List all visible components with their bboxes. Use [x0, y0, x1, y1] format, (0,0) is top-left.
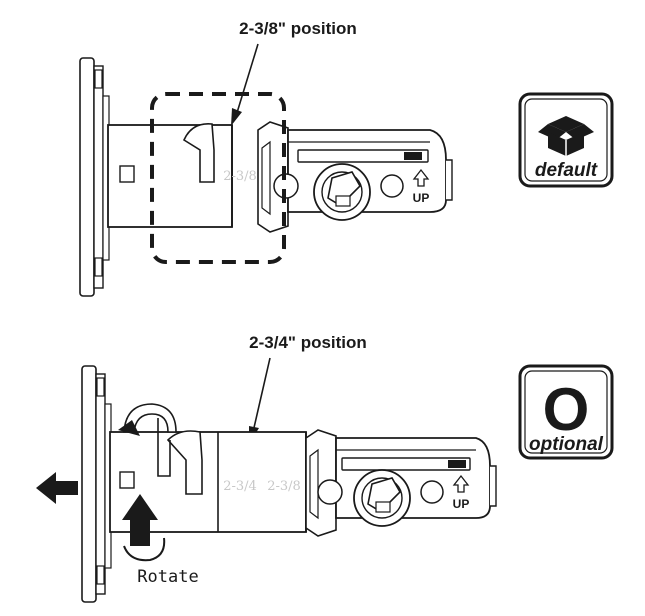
bottom-stamp-238: 2-3/8 [267, 479, 301, 494]
bottom-callout-leader [252, 357, 271, 433]
optional-badge-glyph: O [543, 376, 590, 443]
top-up-label: UP [413, 191, 430, 205]
top-dashed-highlight [150, 92, 286, 264]
top-position-callout: 2-3/8" position [239, 19, 357, 38]
top-callout-leader [235, 43, 259, 117]
top-latch-collar [257, 121, 289, 233]
push-left-arrow-icon [36, 472, 78, 504]
bottom-latch-housing: UP [317, 437, 497, 527]
top-stamp-238: 2-3/8 [223, 169, 257, 184]
top-callout-arrowhead [231, 108, 242, 126]
top-face-plate [79, 57, 110, 297]
bottom-position-callout: 2-3/4" position [249, 333, 367, 352]
bottom-up-label: UP [453, 497, 470, 511]
top-latch-housing: UP [273, 129, 453, 221]
open-box-icon [538, 116, 594, 156]
optional-badge-label: optional [529, 434, 604, 455]
bottom-up-arrow-icon [452, 474, 470, 493]
rotate-arrows-icon [118, 403, 177, 562]
top-latch-figure: 2-3/8" position 2-3/8 [79, 19, 453, 297]
bottom-stamp-234: 2-3/4 [223, 479, 257, 494]
top-latch-cylinder: 2-3/8 [107, 123, 257, 228]
rotate-label: Rotate [137, 567, 198, 587]
top-up-arrow-icon [412, 168, 430, 187]
default-badge-label: default [535, 160, 598, 181]
bottom-latch-figure: 2-3/4" position 2-3/4 2-3/8 [36, 333, 497, 603]
default-badge: default [518, 92, 614, 188]
optional-badge: O optional [518, 364, 614, 460]
bottom-face-plate [81, 365, 112, 603]
